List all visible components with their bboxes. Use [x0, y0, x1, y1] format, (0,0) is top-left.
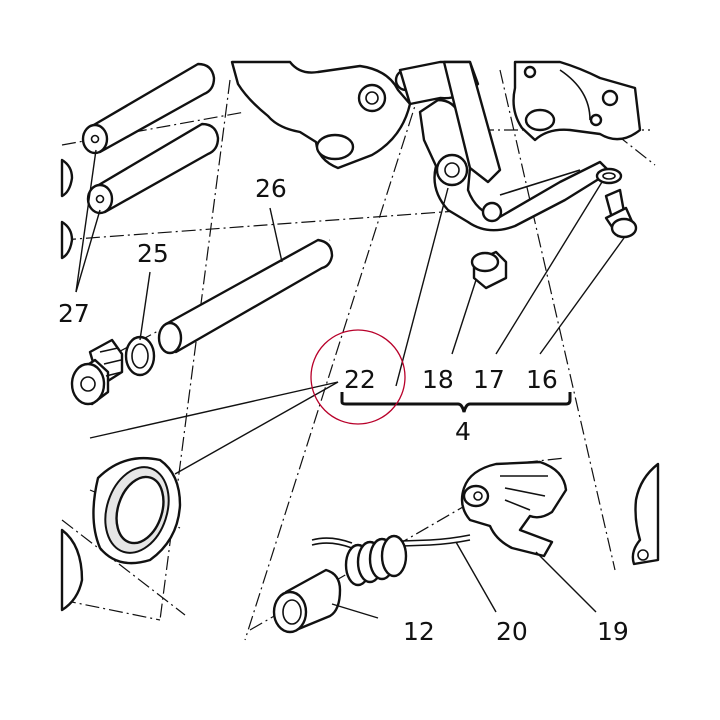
lever-bracket: [418, 60, 612, 232]
part-labels: 26 25 27 22 18 17 16 4 12 20 19: [58, 174, 629, 646]
spring-part-20: [311, 534, 471, 587]
lever-part-19: [460, 460, 568, 558]
roller-part-27-upper: [81, 62, 216, 155]
label-part-17: 17: [473, 365, 505, 394]
plug-bolt: [70, 338, 124, 406]
label-part-16: 16: [526, 365, 558, 394]
partial-ring-left: [60, 528, 84, 612]
label-group-4: 4: [455, 417, 471, 446]
label-part-26: 26: [255, 174, 287, 203]
seal-ring-part-22: [92, 456, 182, 565]
washer-part-17: [595, 167, 623, 185]
group-bracket: [340, 392, 572, 413]
label-part-20: 20: [496, 617, 528, 646]
cap-part-18: [470, 250, 508, 290]
sleeve-part-12: [272, 568, 342, 634]
roller-part-27-lower: [86, 122, 220, 215]
leader-lines: [75, 149, 625, 619]
highlight-circle: [310, 329, 406, 425]
label-part-12: 12: [403, 617, 435, 646]
washer-part-25: [124, 335, 156, 377]
partial-lever-right: [631, 462, 660, 566]
partial-parts-left: [60, 158, 74, 260]
label-part-22: 22: [344, 365, 376, 394]
label-part-27: 27: [58, 299, 90, 328]
bolt-part-16: [604, 188, 638, 239]
label-part-18: 18: [422, 365, 454, 394]
label-part-19: 19: [597, 617, 629, 646]
shaft-part-26: [157, 238, 334, 355]
label-part-25: 25: [137, 239, 169, 268]
